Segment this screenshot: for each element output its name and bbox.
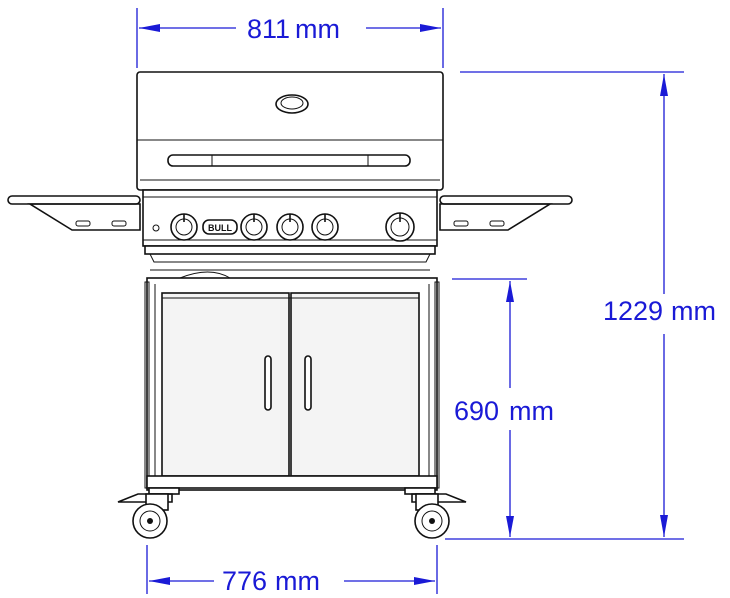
- arrow-down-icon: [506, 516, 514, 537]
- left-side-shelf: [7, 195, 141, 231]
- total-height-value: 1229: [603, 296, 663, 326]
- arrow-down-icon: [660, 515, 668, 537]
- ignition-button: [152, 224, 160, 232]
- left-caster-wheel: [117, 493, 173, 539]
- thermometer-icon: [275, 94, 309, 114]
- base-width-value: 776: [222, 566, 267, 596]
- dimension-top-width: 811 mm: [136, 8, 444, 68]
- top-width-unit: mm: [295, 14, 340, 44]
- top-width-value: 811: [247, 14, 290, 44]
- dimension-cart-height: 690 mm: [452, 278, 554, 537]
- cart-height-value: 690: [454, 396, 499, 426]
- burner-knob-3: [276, 213, 304, 241]
- right-caster-wheel: [411, 493, 467, 539]
- dimension-base-width: 776 mm: [146, 545, 438, 596]
- total-height-unit: mm: [671, 296, 716, 326]
- arrow-up-icon: [506, 281, 514, 302]
- arrow-right-icon: [414, 577, 435, 585]
- burner-knob-1: [170, 213, 198, 241]
- drip-tray: [144, 245, 436, 279]
- logo-text: BULL: [208, 223, 232, 233]
- arrow-left-icon: [149, 577, 170, 585]
- grill-drawing: BULL: [7, 71, 573, 539]
- grill-hood: [136, 71, 444, 191]
- hood-handle: [167, 154, 411, 167]
- cart-doors: [161, 292, 420, 477]
- base-width-unit: mm: [275, 566, 320, 596]
- cart-height-unit: mm: [509, 396, 554, 426]
- arrow-left-icon: [139, 24, 160, 32]
- right-side-shelf: [439, 195, 573, 231]
- arrow-right-icon: [420, 24, 441, 32]
- dimension-total-height: 1229 mm: [445, 71, 716, 540]
- burner-knob-4: [311, 213, 339, 241]
- control-panel: BULL: [142, 189, 438, 247]
- burner-knob-5: [385, 212, 415, 242]
- arrow-up-icon: [660, 74, 668, 96]
- brand-logo: BULL: [202, 219, 238, 235]
- left-door-handle: [264, 355, 272, 411]
- right-door-handle: [304, 355, 312, 411]
- cart-base: [146, 475, 438, 495]
- burner-knob-2: [240, 213, 268, 241]
